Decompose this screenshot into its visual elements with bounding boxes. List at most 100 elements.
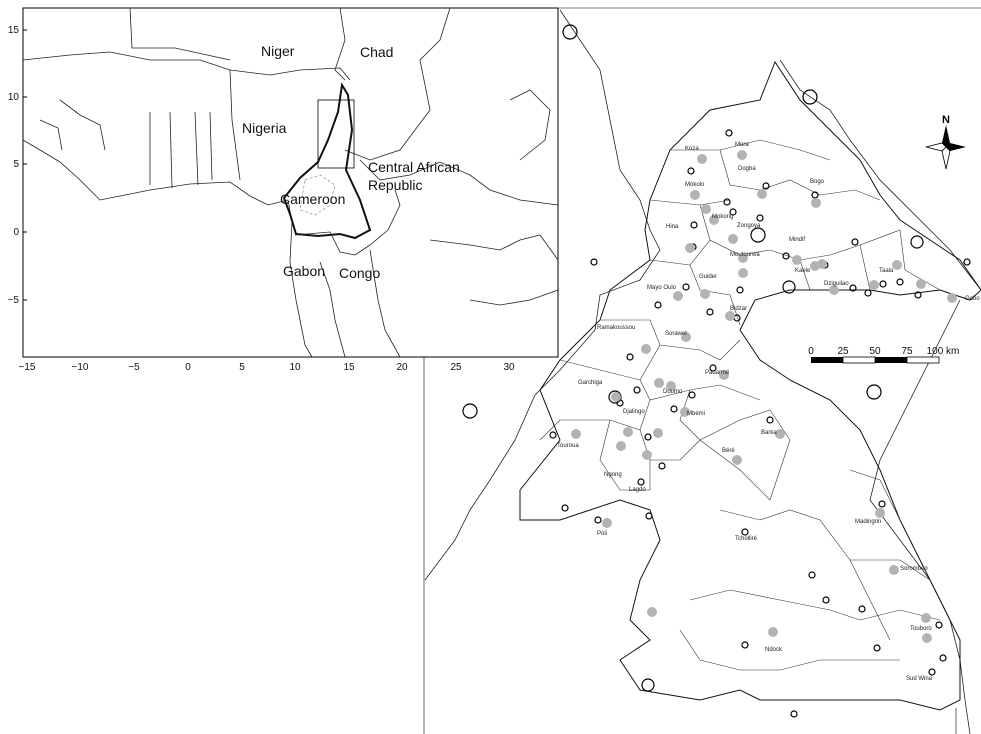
marker-open	[462, 403, 478, 419]
place-label: Bidzar	[730, 306, 747, 312]
scale-tick: 100 km	[927, 346, 960, 357]
north-arrow: N	[925, 114, 966, 170]
marker-open	[866, 384, 882, 400]
place-label: Bogo	[810, 179, 825, 185]
marker-open	[750, 227, 766, 243]
marker-open	[802, 89, 818, 105]
inset-frame	[22, 7, 559, 358]
inset-border-12	[509, 89, 551, 161]
inset-coastline	[22, 139, 313, 358]
place-label: Kaele	[795, 268, 811, 274]
place-label: Djalingo	[623, 409, 645, 415]
place-label: Touboro	[910, 626, 932, 632]
open-markers	[462, 24, 971, 718]
x-tick: 25	[450, 362, 462, 373]
place-label: Sorawel	[665, 331, 687, 337]
marker-open	[782, 280, 796, 294]
place-label: Dziguilao	[824, 281, 849, 287]
study-area-box	[317, 99, 355, 169]
y-tick: 5	[13, 159, 19, 170]
place-label: Guider	[699, 274, 717, 280]
place-label: Moutourwa	[730, 252, 760, 258]
place-label: Mora	[735, 142, 749, 148]
place-label: Lagdo	[629, 487, 646, 493]
scale-tick: 50	[869, 346, 881, 357]
place-label: Gobo	[965, 296, 980, 302]
place-label: Taala	[879, 268, 894, 274]
cameroon-outline	[282, 82, 372, 240]
x-tick: 10	[289, 362, 301, 373]
place-label: Barka	[761, 430, 777, 436]
scale-tick: 25	[837, 346, 849, 357]
label-gabon: Gabon	[283, 263, 325, 279]
place-label: Mokolo	[685, 182, 705, 188]
scale-tick: 75	[901, 346, 913, 357]
label-nigeria: Nigeria	[242, 120, 287, 136]
place-label: Sud Wina	[906, 676, 933, 682]
study-region-outline	[519, 60, 981, 711]
x-tick: 20	[396, 362, 408, 373]
inset-internal-regions	[299, 174, 336, 216]
inset-border-10	[319, 249, 401, 358]
place-label: Mbémi	[687, 411, 705, 417]
place-label: Hina	[666, 224, 679, 230]
place-label: Sorombéo	[900, 566, 928, 572]
place-label: Doumo	[663, 389, 683, 395]
place-label: Dogba	[738, 166, 756, 172]
marker-open	[641, 678, 655, 692]
y-tick: 10	[8, 92, 20, 103]
marker-open	[910, 235, 924, 249]
label-cameroon: Cameroon	[280, 191, 345, 207]
y-tick: 15	[8, 25, 20, 36]
place-label: Zongoya	[737, 223, 761, 229]
place-label: Béré	[722, 448, 735, 454]
place-label: Ramakoussou	[597, 325, 635, 331]
x-tick: 5	[239, 362, 245, 373]
y-tick: −5	[8, 295, 20, 306]
y-tick: 0	[13, 227, 19, 238]
inset-x-axis: −15 −10 −5 0 5 10 15 20 25 30	[19, 362, 515, 373]
x-tick: 15	[343, 362, 355, 373]
marker-open	[562, 24, 578, 40]
inset-border-2	[129, 7, 231, 61]
inset-border-11	[429, 234, 559, 306]
north-label: N	[942, 114, 950, 126]
x-tick: −5	[128, 362, 140, 373]
place-label: Padarmé	[705, 370, 730, 376]
border-car	[869, 299, 971, 734]
scale-tick: 0	[808, 346, 814, 357]
inset-border-8	[39, 99, 106, 151]
label-chad: Chad	[360, 44, 393, 60]
place-label: Ndock	[765, 647, 783, 653]
place-label: Ngong	[604, 472, 622, 478]
place-label: Koza	[685, 146, 699, 152]
label-niger: Niger	[261, 43, 295, 59]
inset-y-axis: 15 10 5 0 −5	[8, 25, 27, 306]
place-labels: Koza Mora Dogba Bogo Mokolo Mokong Zongo…	[557, 142, 980, 682]
inset-border-5	[359, 159, 559, 206]
inset-map: Niger Chad Nigeria Central African Repub…	[8, 7, 559, 373]
place-label: Mindif	[789, 237, 805, 243]
label-congo: Congo	[339, 265, 380, 281]
filled-markers	[571, 150, 957, 643]
label-car-line1: Central African	[368, 159, 460, 175]
place-label: Tcholliré	[735, 536, 758, 542]
inset-border-7	[149, 111, 213, 189]
place-label: Madingrin	[855, 519, 881, 525]
x-tick: −15	[19, 362, 36, 373]
inset-border-1	[22, 51, 351, 81]
place-label: Mokong	[712, 214, 733, 220]
inset-border-6	[229, 69, 241, 181]
scale-bar: 0 25 50 75 100 km	[808, 346, 960, 364]
x-tick: −10	[72, 362, 89, 373]
x-tick: 0	[185, 362, 191, 373]
place-label: Mayo Oulo	[647, 285, 677, 291]
border-chad	[779, 59, 981, 291]
label-car-line2: Republic	[368, 177, 422, 193]
district-boundaries	[539, 139, 941, 671]
x-tick: 30	[503, 362, 515, 373]
main-map: Koza Mora Dogba Bogo Mokolo Mokong Zongo…	[423, 7, 981, 734]
inset-border-3	[334, 7, 346, 81]
inset-border-4	[344, 7, 451, 161]
